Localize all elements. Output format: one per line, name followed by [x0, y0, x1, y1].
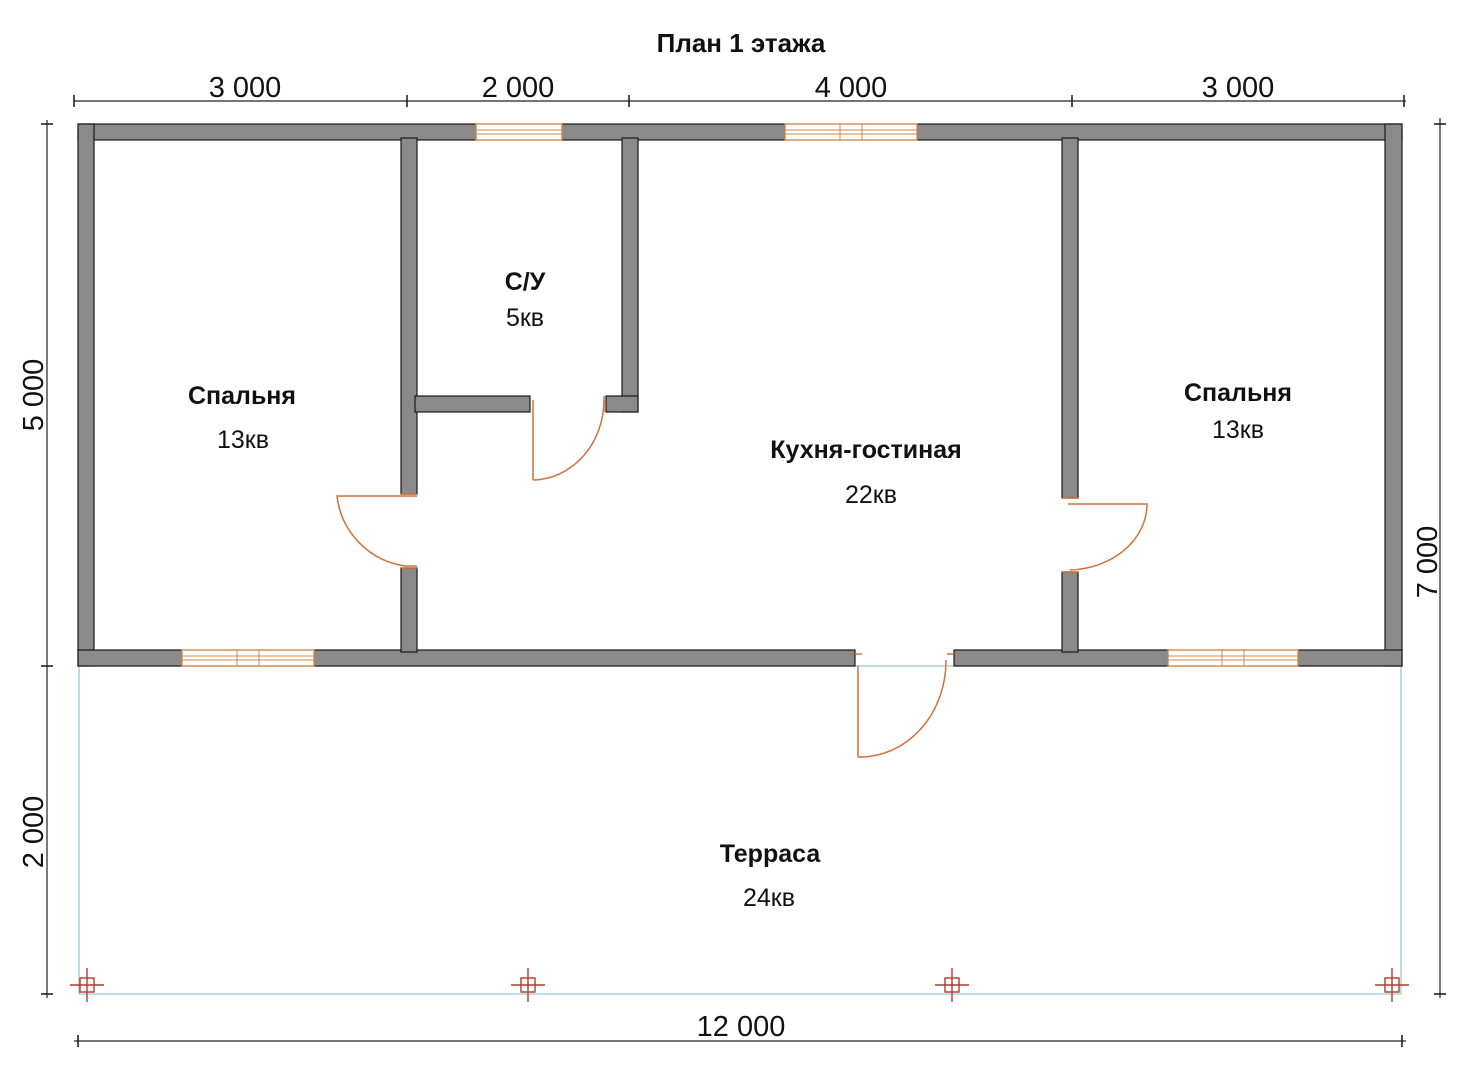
wall-bottom-2	[313, 649, 856, 667]
wall-top-2	[561, 123, 786, 141]
column-marker	[70, 968, 104, 1002]
terrace-outline	[78, 665, 1402, 995]
right-dimension-chain: 7 000	[1412, 118, 1446, 998]
wall-bottom-3	[953, 649, 1169, 667]
dim-top-1: 3 000	[209, 72, 282, 104]
room-name-bedroom-right: Спальня	[1184, 379, 1292, 407]
dim-right: 7 000	[1412, 526, 1444, 599]
door-entrance	[855, 653, 954, 758]
room-area-bedroom-right: 13кв	[1212, 416, 1264, 444]
dim-top-4: 3 000	[1202, 72, 1275, 104]
door-right-bedroom	[1062, 497, 1148, 573]
bottom-dimension-chain: 12 000	[74, 1011, 1406, 1047]
wall-left	[77, 123, 95, 667]
plan-title: План 1 этажа	[657, 28, 826, 58]
room-area-bathroom: 5кв	[506, 304, 544, 332]
window-bottom-left-bedroom	[181, 649, 315, 667]
door-bathroom	[532, 396, 605, 481]
wall-top-3	[916, 123, 1403, 141]
wall-bottom-4	[1297, 649, 1403, 667]
room-name-bedroom-left: Спальня	[188, 382, 296, 410]
room-name-kitchen-living: Кухня-гостиная	[770, 436, 962, 464]
window-top-kitchen	[784, 123, 918, 141]
column-marker	[511, 968, 545, 1002]
door-left-bedroom	[336, 493, 417, 569]
wall-partition-right-lower	[1061, 571, 1079, 653]
dim-left-upper: 5 000	[18, 359, 50, 432]
room-name-bathroom: С/У	[505, 268, 546, 296]
column-marker	[935, 968, 969, 1002]
dim-bottom: 12 000	[697, 1011, 786, 1043]
wall-bathroom-right	[621, 137, 639, 413]
window-top-bathroom	[475, 123, 563, 141]
room-area-kitchen-living: 22кв	[845, 481, 897, 509]
windows	[181, 123, 1299, 667]
wall-bathroom-bottom-left	[414, 395, 531, 413]
window-bottom-right-bedroom	[1167, 649, 1299, 667]
dim-top-3: 4 000	[815, 72, 888, 104]
wall-bathroom-bottom-right	[605, 395, 639, 413]
room-area-terrace: 24кв	[743, 884, 795, 912]
walls	[77, 123, 1403, 667]
room-name-terrace: Терраса	[720, 840, 822, 868]
wall-partition-left-lower	[400, 567, 418, 653]
doors	[336, 396, 1148, 758]
dim-top-2: 2 000	[482, 72, 555, 104]
room-area-bedroom-left: 13кв	[217, 426, 269, 454]
room-labels: Спальня 13кв С/У 5кв Кухня-гостиная 22кв…	[188, 268, 1292, 912]
wall-bottom-1	[77, 649, 183, 667]
dim-left-lower: 2 000	[18, 796, 50, 869]
wall-partition-left-upper	[400, 137, 418, 495]
terrace-columns	[70, 968, 1409, 1002]
left-dimension-chain: 5 000 2 000	[18, 120, 53, 998]
wall-right	[1384, 123, 1403, 667]
top-dimension-chain: 3 000 2 000 4 000 3 000	[73, 72, 1406, 107]
wall-partition-right-upper	[1061, 137, 1079, 499]
column-marker	[1375, 968, 1409, 1002]
